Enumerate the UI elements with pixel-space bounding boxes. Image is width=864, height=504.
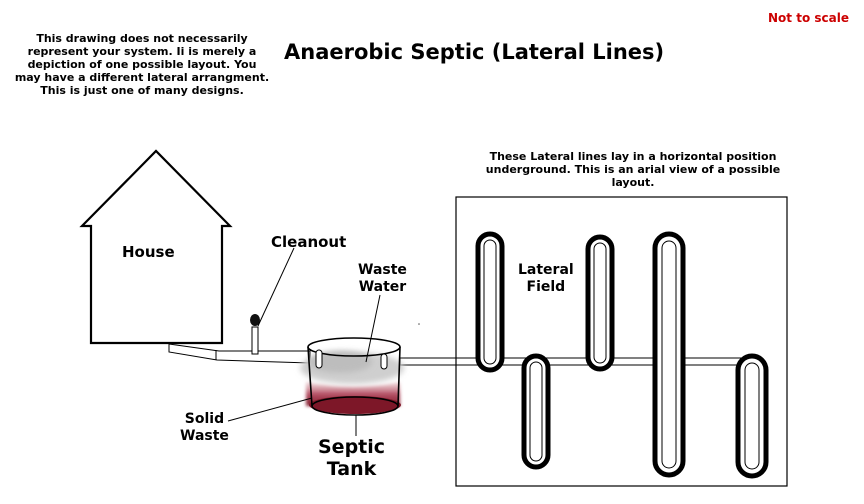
- solid-waste-leader: [227, 397, 313, 422]
- waste-water-label-line-2: Water: [358, 279, 407, 295]
- septic-tank: [300, 337, 404, 416]
- lateral-field-label-line-2: Field: [526, 279, 566, 295]
- diagram-title: Anaerobic Septic (Lateral Lines): [284, 40, 665, 64]
- lateral-line-3: [585, 234, 615, 372]
- lateral-line-1: [475, 231, 505, 373]
- septic-tank-label: Septic Tank: [318, 436, 385, 480]
- house: [79, 149, 233, 345]
- outlet-pipe: [399, 357, 756, 366]
- disclaimer-text: This drawing does not necessarily repres…: [14, 32, 270, 97]
- waste-water-label: Waste Water: [358, 262, 407, 296]
- cleanout-label: Cleanout: [271, 233, 347, 251]
- lateral-line-2: [521, 353, 551, 470]
- speck: [418, 323, 420, 325]
- lateral-lines: [475, 231, 769, 479]
- solid-waste-label-line-1: Solid: [184, 411, 225, 427]
- inlet-pipe: [168, 343, 311, 364]
- lateral-note: These Lateral lines lay in a horizontal …: [485, 150, 781, 189]
- solid-waste-label: Solid Waste: [180, 411, 229, 445]
- septic-tank-label-line-2: Tank: [326, 458, 377, 480]
- house-label: House: [122, 243, 175, 261]
- cleanout: [250, 247, 295, 355]
- lateral-field-label: Lateral Field: [518, 262, 574, 296]
- lateral-field-frame: [455, 196, 788, 487]
- lateral-line-5: [735, 353, 769, 479]
- solid-waste-label-line-2: Waste: [180, 428, 229, 444]
- scale-note: Not to scale: [768, 11, 849, 25]
- septic-tank-label-line-1: Septic: [318, 436, 386, 458]
- lateral-line-4: [652, 231, 686, 478]
- waste-water-label-line-1: Waste: [358, 262, 407, 278]
- lateral-field-label-line-1: Lateral: [518, 262, 574, 278]
- waste-water-leader: [365, 294, 381, 363]
